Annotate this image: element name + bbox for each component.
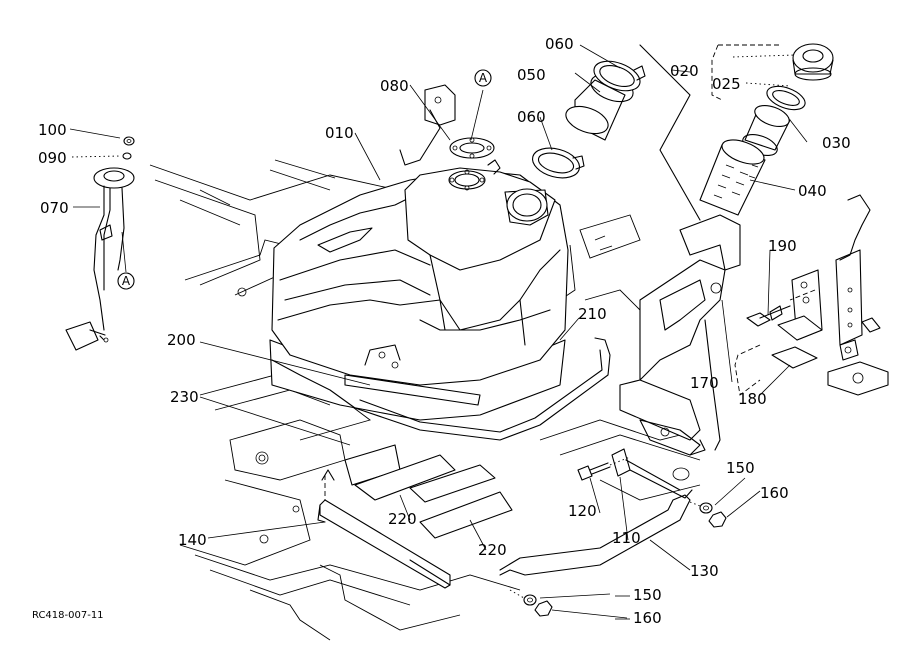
label-070: 070 bbox=[40, 199, 69, 217]
hose-050 bbox=[565, 73, 634, 141]
label-050: 050 bbox=[517, 66, 546, 84]
stay-140 bbox=[317, 469, 451, 589]
label-160-bottom: 160 bbox=[633, 609, 662, 627]
label-060-lower: 060 bbox=[517, 108, 546, 126]
gasket-080 bbox=[399, 84, 495, 166]
label-030: 030 bbox=[822, 134, 851, 152]
label-160-right: 160 bbox=[760, 484, 789, 502]
label-220-right: 220 bbox=[478, 541, 507, 559]
label-040: 040 bbox=[798, 182, 827, 200]
label-010: 010 bbox=[325, 124, 354, 142]
filler-neck-030 bbox=[742, 104, 791, 157]
clamp-060-upper bbox=[593, 60, 646, 92]
fuel-sender-070 bbox=[65, 167, 135, 351]
band-130 bbox=[499, 448, 693, 576]
label-120: 120 bbox=[568, 502, 597, 520]
cap-025 bbox=[792, 43, 834, 81]
bracket-170 bbox=[619, 214, 741, 456]
label-150-bottom: 150 bbox=[633, 586, 662, 604]
label-060-upper: 060 bbox=[545, 35, 574, 53]
label-140: 140 bbox=[178, 531, 207, 549]
label-210: 210 bbox=[578, 305, 607, 323]
ring-030 bbox=[766, 85, 806, 111]
label-230: 230 bbox=[170, 388, 199, 406]
label-220-left: 220 bbox=[388, 510, 417, 528]
svg-text:A: A bbox=[479, 71, 488, 85]
label-080: 080 bbox=[380, 77, 409, 95]
bracket-190 bbox=[746, 269, 823, 341]
label-100: 100 bbox=[38, 121, 67, 139]
strainer-040 bbox=[699, 139, 766, 216]
label-170: 170 bbox=[690, 374, 719, 392]
washer-090 bbox=[122, 152, 132, 160]
nuts-150-160 bbox=[509, 501, 727, 617]
screw-100 bbox=[123, 136, 135, 146]
bolt-120 bbox=[577, 456, 631, 481]
label-090: 090 bbox=[38, 149, 67, 167]
drawing-code: RC418-007-11 bbox=[32, 610, 104, 621]
label-020: 020 bbox=[670, 62, 699, 80]
label-130: 130 bbox=[690, 562, 719, 580]
strip-200 bbox=[344, 374, 481, 406]
leader-lines bbox=[69, 44, 808, 619]
label-110: 110 bbox=[612, 529, 641, 547]
plate-180 bbox=[771, 346, 818, 369]
right-frame-member bbox=[827, 194, 889, 396]
label-200: 200 bbox=[167, 331, 196, 349]
fuel-tank-010 bbox=[269, 159, 569, 421]
label-190: 190 bbox=[768, 237, 797, 255]
label-150-right: 150 bbox=[726, 459, 755, 477]
part-labels: 100 090 070 080 010 060 050 060 020 025 … bbox=[38, 35, 851, 627]
band-210 bbox=[271, 337, 611, 441]
pads-220-230 bbox=[344, 444, 513, 539]
callout-a-left: A bbox=[117, 272, 135, 290]
label-025: 025 bbox=[712, 75, 741, 93]
svg-text:A: A bbox=[122, 274, 131, 288]
callout-a-top: A bbox=[474, 69, 492, 87]
clamp-060-lower bbox=[531, 147, 585, 179]
label-180: 180 bbox=[738, 390, 767, 408]
